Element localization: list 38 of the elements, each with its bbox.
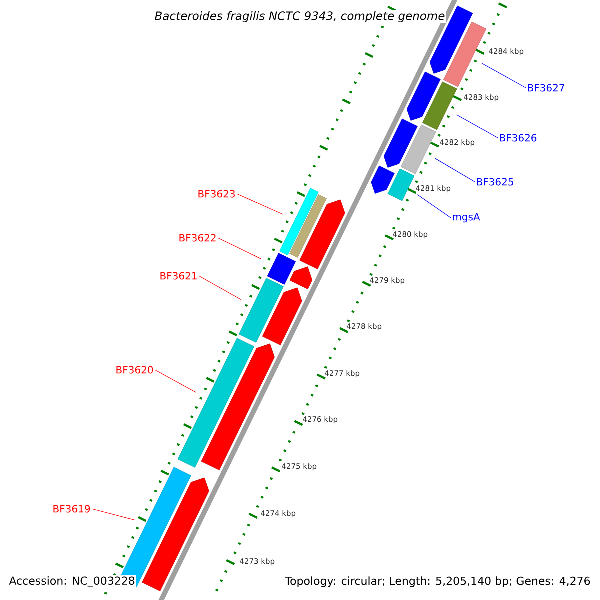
gene-bar bbox=[290, 194, 327, 258]
gene-bar bbox=[280, 188, 319, 256]
gene-label: BF3626 bbox=[500, 134, 537, 142]
gene-feature bbox=[384, 118, 418, 168]
leader-line bbox=[482, 63, 526, 88]
title: Bacteroides fragilis NCTC 9343, complete genome bbox=[154, 10, 446, 24]
gene-feature bbox=[371, 166, 395, 194]
gene-bar bbox=[267, 253, 296, 285]
leader-line bbox=[92, 508, 134, 520]
leader-line bbox=[236, 194, 284, 215]
gene-label: BF3622 bbox=[180, 234, 216, 242]
gene-bar bbox=[422, 82, 458, 130]
leader-line bbox=[218, 238, 262, 260]
leader-line bbox=[456, 114, 498, 138]
leader-line bbox=[417, 194, 452, 218]
gene-bar bbox=[238, 278, 284, 343]
leader-line bbox=[435, 158, 476, 182]
gene-bar bbox=[400, 124, 436, 174]
gene-label: BF3619 bbox=[54, 505, 90, 513]
gene-bar bbox=[444, 22, 487, 88]
gene-bar bbox=[178, 338, 254, 468]
gene-label: BF3620 bbox=[116, 366, 154, 374]
genome-info-text: Topology: circular; Length: 5,205,140 bp; Genes: 4,276 bbox=[284, 576, 592, 588]
gene-feature bbox=[300, 200, 346, 270]
gene-bar bbox=[388, 168, 415, 202]
gene-label: BF3621 bbox=[160, 272, 197, 280]
gene-feature bbox=[262, 288, 302, 346]
leader-line bbox=[198, 276, 242, 300]
gene-label: BF3623 bbox=[198, 190, 235, 198]
gene-label: BF3627 bbox=[528, 84, 564, 92]
gene-feature bbox=[142, 478, 210, 592]
leader-line bbox=[154, 370, 196, 393]
accession-text: Accession: NC_003228 bbox=[8, 576, 136, 588]
gene-label: BF3625 bbox=[477, 178, 514, 186]
gene-feature bbox=[406, 72, 441, 121]
gene-feature bbox=[290, 266, 313, 290]
gene-label: mgsA bbox=[453, 213, 480, 223]
gene-feature bbox=[201, 344, 275, 470]
